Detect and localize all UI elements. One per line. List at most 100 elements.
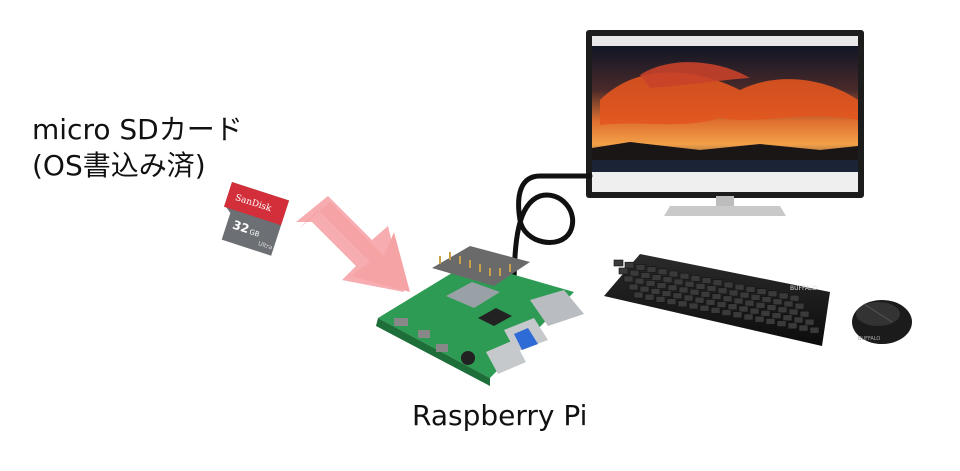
keyboard-key: [745, 286, 756, 293]
keyboard-key: [738, 305, 749, 313]
keyboard-key: [782, 314, 793, 322]
sd-card-label: micro SDカード (OS書込み済): [32, 112, 243, 184]
keyboard-key: [756, 288, 767, 295]
keyboard-key: [712, 279, 723, 287]
sd-unit-text: GB: [248, 228, 260, 239]
keyboard-key: [673, 278, 684, 286]
keyboard-key: [700, 291, 711, 298]
keyboard-key: [683, 294, 694, 302]
keyboard-key: [717, 287, 728, 295]
keyboard-key: [646, 266, 657, 273]
raspberry-pi-board: [376, 246, 584, 386]
keyboard-key: [767, 290, 778, 298]
keyboard-key: [793, 316, 804, 324]
raspberry-pi-label: Raspberry Pi: [412, 399, 588, 432]
keyboard-key: [679, 272, 690, 280]
sd-card-label-line1: micro SDカード: [32, 113, 243, 146]
keyboard-key: [677, 300, 688, 308]
keyboard-key: [678, 286, 689, 294]
sd-card-label-line2: (OS書込み済): [32, 149, 206, 182]
keyboard-key: [754, 315, 765, 323]
keyboard-key: [666, 298, 677, 305]
keyboard-key: [657, 268, 668, 276]
keyboard-key: [668, 270, 679, 278]
keyboard-key: [639, 285, 650, 293]
keyboard-key: [651, 274, 662, 281]
keyboard-key: [716, 301, 727, 308]
keyboard-key: [766, 304, 777, 311]
keyboard-key: [710, 307, 721, 314]
keyboard-key: [739, 291, 750, 299]
keyboard-key: [695, 283, 706, 290]
insert-arrow: [296, 196, 410, 292]
keyboard-key: [667, 284, 678, 292]
keyboard-key: [750, 294, 761, 301]
keyboard-key: [727, 303, 738, 311]
keyboard-key: [733, 297, 744, 305]
keyboard-key: [661, 290, 672, 297]
hdmi-cable: [511, 173, 593, 293]
keyboard-key: [734, 283, 745, 291]
keyboard-key: [635, 264, 646, 271]
keyboard-key: [771, 312, 782, 319]
keyboard-key: [629, 269, 640, 277]
keyboard-key: [787, 322, 798, 330]
keyboard-key: [722, 295, 733, 303]
keyboard-key: [743, 313, 754, 321]
keyboard-key: [684, 280, 695, 288]
keyboard-key: [772, 298, 783, 306]
keyboard-key: [672, 292, 683, 300]
keyboard-key: [723, 281, 734, 289]
keyboard-key: [706, 285, 717, 292]
keyboard-key: [689, 288, 700, 296]
mouse-brand: BUFFALO: [858, 336, 880, 342]
keyboard-key: [765, 318, 776, 325]
keyboard-key: [711, 293, 722, 300]
keyboard-key: [699, 304, 710, 312]
keyboard-key: [634, 277, 645, 285]
keyboard-key: [688, 302, 699, 310]
keyboard-key: [721, 309, 732, 316]
sd-line-text: Ultra: [257, 240, 273, 251]
keyboard-key: [794, 302, 805, 310]
keyboard-brand: BUFFALO: [790, 285, 817, 292]
keyboard-key: [732, 311, 743, 319]
keyboard-key: [694, 296, 705, 304]
monitor: [586, 30, 864, 216]
keyboard-key: [650, 288, 661, 295]
keyboard-key: [613, 259, 624, 267]
keyboard-key: [777, 306, 788, 314]
keyboard-key: [755, 302, 766, 309]
mouse: BUFFALO: [852, 300, 912, 344]
keyboard-key: [783, 300, 794, 308]
keyboard-key: [701, 277, 712, 284]
keyboard-key: [788, 308, 799, 316]
keyboard-key: [656, 282, 667, 289]
keyboard-key: [799, 310, 810, 318]
keyboard-key: [760, 310, 771, 317]
keyboard-key: [798, 324, 809, 332]
keyboard-key: [640, 272, 651, 279]
keyboard: BUFFALO: [604, 254, 830, 346]
keyboard-key: [633, 291, 644, 299]
keyboard-key: [761, 296, 772, 303]
keyboard-key: [778, 292, 789, 300]
keyboard-key: [645, 280, 656, 287]
keyboard-key: [690, 275, 701, 282]
keyboard-key: [662, 276, 673, 284]
keyboard-key: [789, 294, 800, 302]
keyboard-key: [655, 296, 666, 303]
keyboard-key: [809, 326, 820, 334]
keyboard-key: [628, 283, 639, 291]
sd-capacity-text: 32: [231, 218, 251, 236]
keyboard-key: [624, 261, 635, 269]
keyboard-key: [623, 275, 634, 283]
keyboard-key: [705, 299, 716, 306]
keyboard-key: [644, 293, 655, 301]
monitor-bezel-bottom: [592, 172, 858, 192]
keyboard-key: [749, 307, 760, 315]
monitor-taskbar: [592, 36, 858, 46]
keyboard-key: [618, 267, 629, 275]
keyboard-key: [728, 289, 739, 297]
